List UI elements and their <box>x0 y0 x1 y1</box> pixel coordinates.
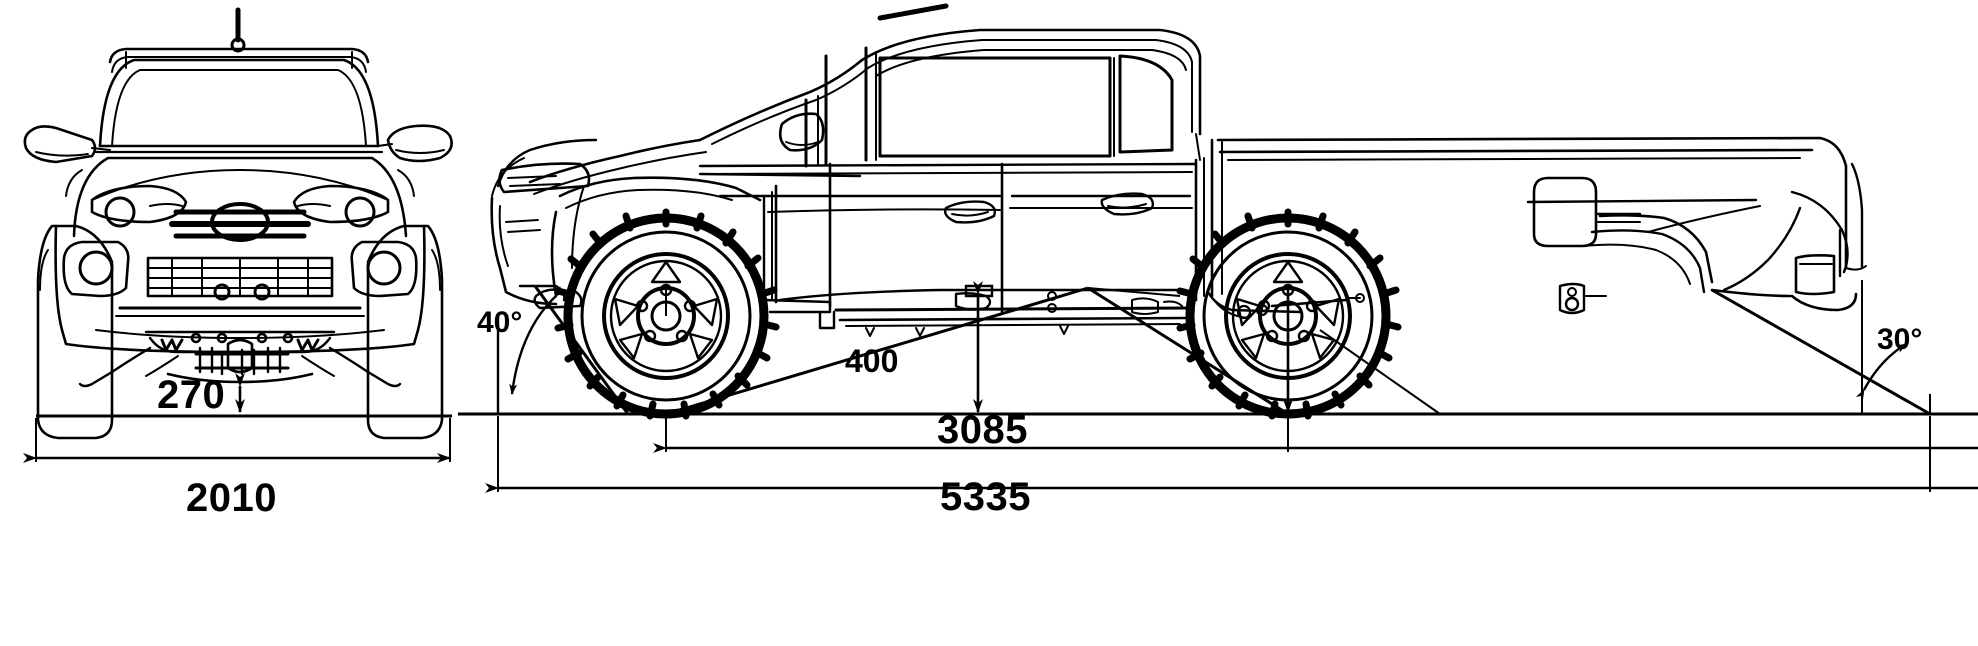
side-view-dimensions <box>458 280 1978 493</box>
side-view-group <box>490 3 1867 420</box>
dimension-approach-angle: 40° <box>477 306 523 339</box>
dimension-wheelbase: 3085 <box>937 408 1028 452</box>
dimension-overall-length: 5335 <box>940 475 1031 519</box>
front-view-dimensions <box>23 373 452 463</box>
dimension-overall-width: 2010 <box>186 476 277 520</box>
dimension-departure-angle: 30° <box>1877 323 1923 356</box>
front-view-group <box>23 7 453 440</box>
front-wheel <box>554 208 780 420</box>
dimension-ground-clearance-front: 270 <box>157 373 226 417</box>
dimension-ground-clearance-side: 400 <box>845 343 899 379</box>
